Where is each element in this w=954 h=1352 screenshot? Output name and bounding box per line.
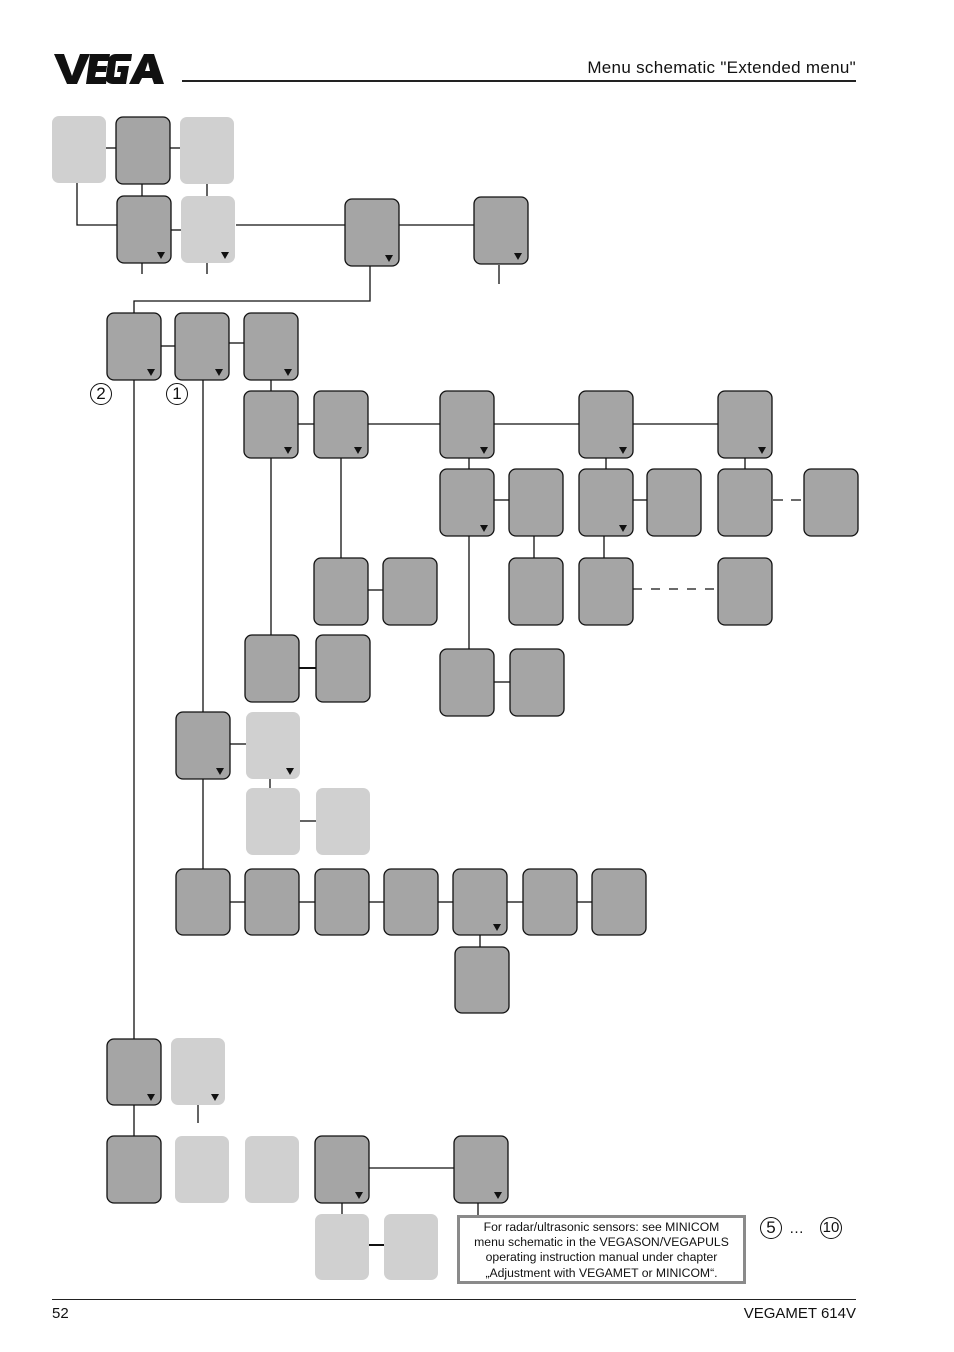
marker-1: 1	[166, 383, 188, 405]
submenu-arrow-icon	[385, 255, 393, 262]
submenu-arrow-icon	[147, 369, 155, 376]
menu-box	[578, 390, 634, 459]
menu-box	[646, 468, 702, 537]
page-number: 52	[52, 1305, 69, 1322]
menu-box	[244, 634, 300, 703]
vega-logo	[54, 54, 164, 84]
note-line: operating instruction manual under chapt…	[485, 1250, 718, 1265]
submenu-arrow-icon	[157, 252, 165, 259]
menu-box-inactive	[316, 788, 370, 855]
submenu-arrow-icon	[211, 1094, 219, 1101]
menu-box	[243, 312, 299, 381]
menu-box	[313, 557, 369, 626]
submenu-arrow-icon	[480, 525, 488, 532]
note-line: For radar/ultrasonic sensors: see MINICO…	[483, 1220, 720, 1234]
menu-box	[106, 1135, 162, 1204]
menu-box	[439, 648, 495, 717]
menu-box	[509, 648, 565, 717]
page-title: Menu schematic "Extended menu"	[587, 58, 856, 77]
menu-box	[174, 312, 230, 381]
product-name: VEGAMET 614V	[743, 1305, 856, 1322]
menu-box	[313, 390, 369, 459]
submenu-arrow-icon	[355, 1192, 363, 1199]
menu-box	[522, 868, 578, 936]
menu-box	[591, 868, 647, 936]
footer-rule	[52, 1299, 856, 1300]
menu-box	[243, 390, 299, 459]
menu-box	[382, 557, 438, 626]
menu-box-inactive	[246, 788, 300, 855]
menu-box-inactive	[315, 1214, 369, 1280]
menu-box	[578, 557, 634, 626]
menu-box	[175, 868, 231, 936]
menu-box-inactive	[246, 712, 300, 779]
menu-box	[717, 390, 773, 459]
menu-box	[115, 116, 171, 185]
submenu-arrow-icon	[494, 1192, 502, 1199]
menu-box	[314, 1135, 370, 1204]
menu-box	[106, 1038, 162, 1106]
menu-box	[383, 868, 439, 936]
menu-box	[803, 468, 859, 537]
submenu-arrow-icon	[758, 447, 766, 454]
menu-box	[508, 557, 564, 626]
submenu-arrow-icon	[221, 252, 229, 259]
menu-box	[106, 312, 162, 381]
note-line: „Adjustment with VEGAMET or MINICOM“.	[485, 1265, 718, 1280]
menu-box	[314, 868, 370, 936]
menu-box	[315, 634, 371, 703]
submenu-arrow-icon	[619, 525, 627, 532]
menu-box-inactive	[181, 196, 235, 263]
submenu-arrow-icon	[493, 924, 501, 931]
submenu-arrow-icon	[480, 447, 488, 454]
submenu-arrow-icon	[284, 369, 292, 376]
menu-box	[116, 195, 172, 264]
header-rule	[182, 80, 856, 82]
menu-box	[453, 1135, 509, 1204]
note-line: menu schematic in the VEGASON/VEGAPULS	[474, 1235, 729, 1250]
menu-box	[454, 946, 510, 1014]
marker-2: 2	[90, 383, 112, 405]
menu-box	[717, 468, 773, 537]
menu-box-inactive	[180, 117, 234, 184]
submenu-arrow-icon	[619, 447, 627, 454]
menu-box-inactive	[245, 1136, 299, 1203]
submenu-arrow-icon	[147, 1094, 155, 1101]
submenu-arrow-icon	[215, 369, 223, 376]
menu-box-inactive	[52, 116, 106, 183]
menu-box	[578, 468, 634, 537]
submenu-arrow-icon	[514, 253, 522, 260]
submenu-arrow-icon	[284, 447, 292, 454]
menu-box	[175, 711, 231, 780]
menu-box	[508, 468, 564, 537]
menu-box	[717, 557, 773, 626]
range-separator: …	[789, 1220, 804, 1237]
menu-box	[452, 868, 508, 936]
menu-box	[244, 868, 300, 936]
menu-box-inactive	[175, 1136, 229, 1203]
menu-box	[439, 390, 495, 459]
note-box: For radar/ultrasonic sensors: see MINICO…	[457, 1215, 746, 1284]
submenu-arrow-icon	[286, 768, 294, 775]
menu-box-inactive	[384, 1214, 438, 1280]
submenu-arrow-icon	[354, 447, 362, 454]
marker-range: 5 … 10	[758, 1214, 858, 1242]
marker-5: 5	[760, 1217, 782, 1239]
menu-box	[439, 468, 495, 537]
menu-box-inactive	[171, 1038, 225, 1105]
menu-box	[473, 196, 529, 265]
submenu-arrow-icon	[216, 768, 224, 775]
marker-10: 10	[820, 1217, 842, 1239]
menu-box	[344, 198, 400, 267]
